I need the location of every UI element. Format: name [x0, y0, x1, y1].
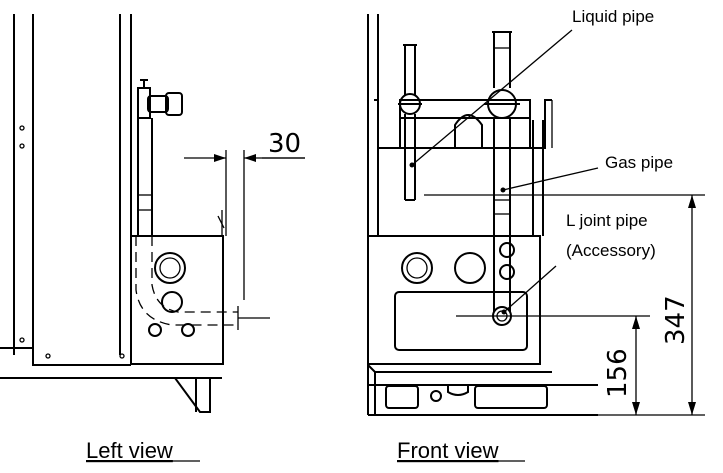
l-joint-pipe-label: L joint pipe [566, 211, 648, 230]
front-view-drawing [367, 14, 598, 416]
left-view-drawing [0, 14, 270, 413]
height-dimensions: 347 156 [424, 194, 705, 416]
lower-height-value: 156 [603, 348, 633, 398]
front-view-caption: Front view [397, 438, 499, 463]
clearance-value: 30 [268, 129, 301, 159]
gas-pipe-label: Gas pipe [605, 153, 673, 172]
clearance-dimension: 30 [184, 129, 305, 300]
liquid-pipe-label: Liquid pipe [572, 7, 654, 26]
left-view-caption: Left view [86, 438, 173, 463]
accessory-label: (Accessory) [566, 241, 656, 260]
leader-lines [409, 29, 599, 315]
total-height-value: 347 [661, 295, 691, 345]
